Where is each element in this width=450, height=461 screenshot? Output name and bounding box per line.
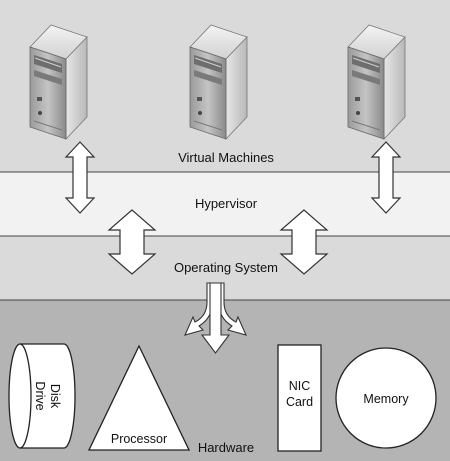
- double-arrow-right-vm: [370, 141, 402, 214]
- operating-system-label: Operating System: [174, 260, 278, 275]
- nic-card-label: NIC: [289, 379, 311, 393]
- memory-label: Memory: [363, 392, 409, 406]
- server-icon: [347, 24, 406, 140]
- virtual-machines-label: Virtual Machines: [178, 150, 274, 165]
- double-arrow-right-hypervisor: [279, 209, 329, 275]
- disk-drive-label: Disk: [48, 384, 62, 409]
- processor-label: Processor: [111, 432, 167, 446]
- nic-card-shape: [277, 344, 322, 452]
- split-arrow-down: [200, 282, 231, 354]
- server-icon: [29, 24, 88, 140]
- operating-system-band: [0, 236, 450, 300]
- disk-drive-label: Drive: [33, 381, 47, 410]
- hypervisor-label: Hypervisor: [195, 196, 258, 211]
- disk-drive-shape: [8, 343, 76, 449]
- double-arrow-left-vm: [64, 141, 96, 214]
- processor-shape: [87, 344, 191, 451]
- hardware-label: Hardware: [198, 440, 254, 455]
- double-arrow-left-hypervisor: [107, 209, 157, 275]
- server-icon: [189, 24, 248, 140]
- memory-shape: [335, 347, 437, 449]
- nic-card-label: Card: [286, 395, 313, 409]
